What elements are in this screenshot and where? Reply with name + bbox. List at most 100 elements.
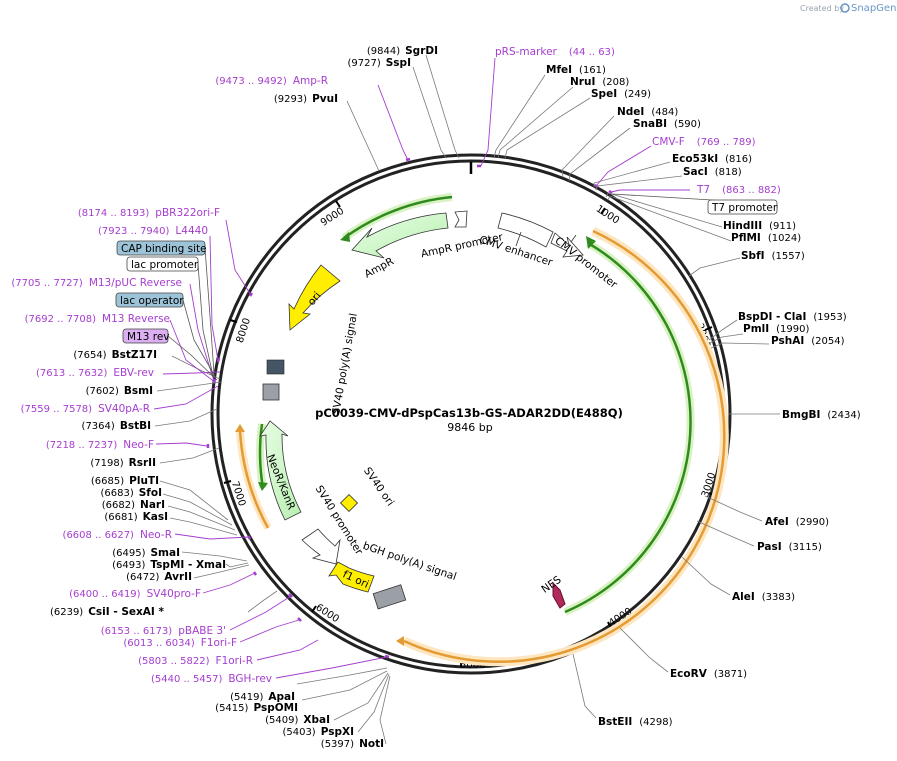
site-label[interactable]: HindIII(911) (723, 220, 796, 232)
site-label[interactable]: (5403)PspXI (282, 726, 354, 738)
sv40-polya-box[interactable] (262, 383, 280, 401)
tick-marks (223, 200, 718, 667)
cas13b-orf-orange (403, 229, 726, 663)
m13-rev-label: M13 rev (127, 331, 170, 343)
site-label[interactable]: PasI(3115) (757, 541, 822, 553)
sv40-ori-feature[interactable] (339, 493, 359, 513)
cmv-promoter-feature[interactable] (550, 232, 584, 258)
site-label[interactable]: (6681)KasI (104, 511, 168, 523)
site-label[interactable]: (5397)NotI (321, 738, 384, 750)
site-label[interactable]: (6239)CsiI - SexAI * (50, 606, 165, 618)
ampr-orf-arrowhead (340, 232, 350, 242)
site-label[interactable]: EcoRV(3871) (670, 668, 747, 680)
t7-promoter-box[interactable] (707, 199, 778, 215)
lac-operator-box[interactable] (115, 292, 184, 308)
ampr-promoter-feature[interactable] (454, 210, 468, 228)
site-label[interactable]: (7364)BstBI (82, 420, 151, 432)
primer-label[interactable]: CMV-F(769 .. 789) (652, 136, 756, 148)
tick-label-8000: 8000 (235, 317, 253, 345)
site-label[interactable]: (6682)NarI (102, 499, 165, 511)
cds-green-arrowhead (586, 236, 596, 249)
restriction-site-labels: (9844)SgrDI(9727)SspI (9293)PvuI MfeI(161)… (50, 45, 861, 750)
m13-rev-box[interactable] (122, 328, 169, 344)
ampr-feature[interactable] (351, 212, 449, 259)
site-label[interactable]: MfeI(161) (546, 64, 606, 76)
primer-labels: pRS-marker(44 .. 63) (9473 .. 9492)Amp-R C… (11, 46, 781, 685)
bgh-polya-feature[interactable] (372, 584, 407, 610)
site-label[interactable]: SacI(818) (683, 166, 742, 178)
site-label[interactable]: (6493)TspMI - XmaI (112, 559, 226, 571)
t7-promoter-label: T7 promoter (711, 202, 778, 214)
primer-label[interactable]: (7705 .. 7727)M13/pUC Reverse (11, 277, 182, 289)
cas13b-cds-green (564, 241, 692, 614)
sv40-polya-marker[interactable] (266, 359, 285, 375)
primer-label[interactable]: (9473 .. 9492)Amp-R (215, 75, 328, 87)
primer-label[interactable]: (8174 .. 8193)pBR322ori-F (78, 207, 220, 219)
site-label[interactable]: (6683)SfoI (100, 487, 162, 499)
primer-label[interactable]: T7(863 .. 882) (696, 184, 781, 196)
site-label[interactable]: (6495)SmaI (112, 547, 180, 559)
site-label[interactable]: (5409)XbaI (265, 714, 330, 726)
site-label[interactable]: SpeI(249) (591, 88, 651, 100)
primer-label[interactable]: (5803 .. 5822)F1ori-R (138, 655, 253, 667)
primer-label[interactable]: (6400 .. 6419)SV40pro-F (69, 588, 201, 600)
sv40-promoter-feature[interactable] (301, 528, 341, 565)
site-label[interactable]: PmlI(1990) (743, 323, 810, 335)
site-label[interactable]: NdeI(484) (617, 106, 678, 118)
lac-operator-label: lac operator (120, 295, 184, 307)
site-label[interactable]: NruI(208) (570, 76, 629, 88)
snapgene-logo-icon (840, 3, 850, 13)
site-label[interactable]: (9293)PvuI (274, 93, 338, 105)
site-label[interactable]: (7198)RsrII (90, 457, 156, 469)
site-label[interactable]: PshAI(2054) (771, 335, 845, 347)
primer-label[interactable]: (7218 .. 7237)Neo-F (46, 439, 154, 451)
neor-kanr-feature[interactable] (259, 420, 302, 521)
neor-orange-arrowhead (235, 424, 245, 432)
cmv-enhancer-tick (515, 231, 522, 247)
site-label[interactable]: SnaBI(590) (633, 118, 701, 130)
ampr-label: AmpR (363, 255, 396, 280)
site-label[interactable]: Eco53kI(816) (672, 153, 752, 165)
site-label[interactable]: (9844)SgrDI (367, 45, 438, 57)
orf-orange-arrowhead (396, 636, 404, 646)
site-label[interactable]: (6472)AvrII (126, 571, 192, 583)
primer-label[interactable]: (7923 .. 7940)L4440 (98, 225, 208, 237)
site-label[interactable]: BspDI - ClaI(1953) (738, 311, 847, 323)
box-leader-lines (167, 193, 779, 381)
site-label[interactable]: PflMI(1024) (731, 232, 801, 244)
site-label[interactable]: BstEII(4298) (598, 716, 673, 728)
site-label[interactable]: (5419)ApaI (230, 691, 295, 703)
site-label[interactable]: AleI(3383) (732, 591, 795, 603)
primer-label[interactable]: (7559 .. 7578)SV40pA-R (21, 403, 150, 415)
cas13b-cds-halo (563, 239, 695, 616)
primer-label[interactable]: (5440 .. 5457)BGH-rev (151, 673, 272, 685)
credit-product[interactable]: SnapGene (851, 3, 897, 14)
primer-label[interactable]: (7613 .. 7632)EBV-rev (36, 367, 154, 379)
primer-label[interactable]: (6608 .. 6627)Neo-R (63, 529, 172, 541)
site-label[interactable]: (5415)PspOMI (215, 702, 298, 714)
site-label[interactable]: BmgBI(2434) (782, 409, 861, 421)
lac-promoter-box[interactable] (126, 256, 199, 272)
cap-binding-site-box[interactable] (116, 240, 206, 256)
primer-marks (206, 157, 613, 659)
site-label[interactable]: AfeI(2990) (765, 516, 829, 528)
site-label[interactable]: (7602)BsmI (86, 385, 153, 397)
primer-label[interactable]: pRS-marker(44 .. 63) (495, 46, 615, 58)
primer-label[interactable]: (6153 .. 6173)pBABE 3' (101, 625, 226, 637)
primer-label[interactable]: (6013 .. 6034)F1ori-F (123, 637, 237, 649)
site-label[interactable]: (6685)PluTI (91, 475, 159, 487)
site-label[interactable]: SbfI(1557) (741, 250, 805, 262)
primer-leader-lines (153, 57, 690, 679)
ori-feature[interactable] (288, 264, 341, 331)
primer-label[interactable]: (7692 .. 7708)M13 Reverse (25, 313, 170, 325)
cmv-promoter-tick (570, 234, 577, 243)
site-label[interactable]: (9727)SspI (347, 57, 411, 69)
cmv-enhancer-feature[interactable] (497, 212, 554, 248)
cap-binding-site-label: CAP binding site (121, 243, 207, 255)
nes-feature[interactable] (552, 581, 566, 609)
site-label[interactable]: (7654)BstZ17I (73, 349, 157, 361)
ampr-orf-line (343, 195, 453, 240)
lac-promoter-label: lac promoter (131, 259, 199, 271)
f1-ori-feature[interactable] (328, 561, 375, 593)
